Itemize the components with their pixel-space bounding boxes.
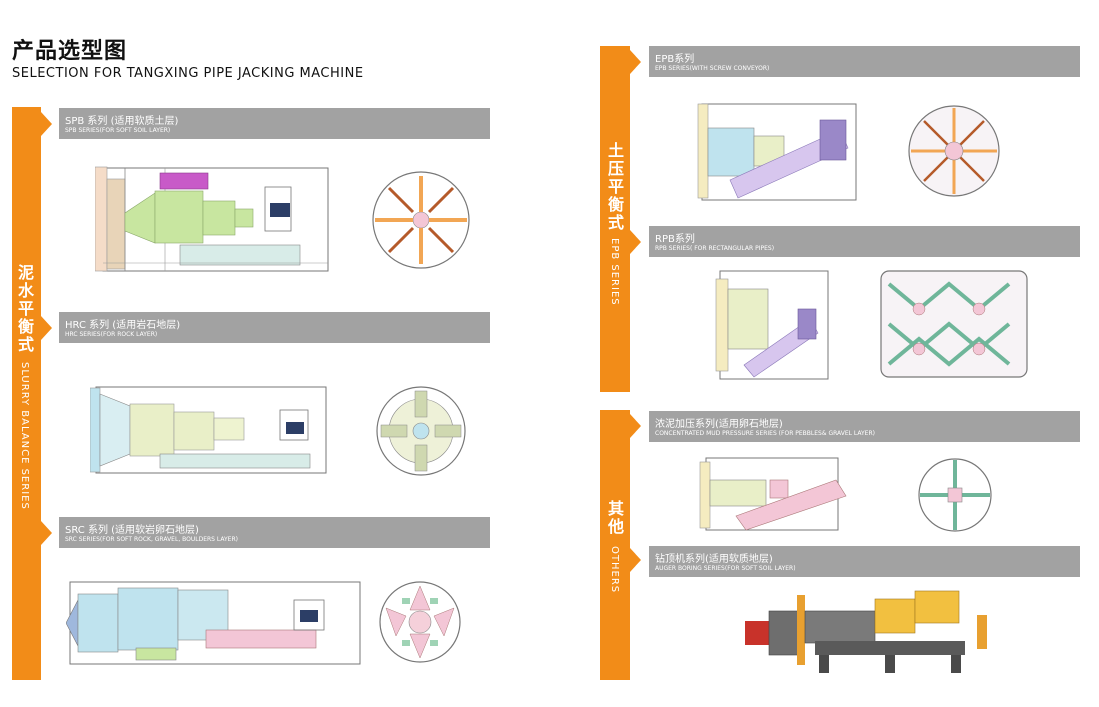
epb-machine-diagram — [697, 103, 857, 201]
epb-arrow-2 — [630, 230, 641, 254]
rpb-series-header: RPB系列 RPB SERIES( FOR RECTANGULAR PIPES) — [649, 226, 1080, 257]
concentrated-mud-series-header: 浓泥加压系列(适用卵石地层) CONCENTRATED MUD PRESSURE… — [649, 411, 1080, 442]
concentrated-mud-title-cn: 浓泥加压系列(适用卵石地层) — [655, 419, 783, 430]
epb-series-label-en: EPB SERIES — [609, 238, 620, 306]
slurry-arrow-1 — [41, 112, 52, 136]
auger-boring-series-header: 钻顶机系列(适用软质地层) AUGER BORING SERIES(FOR SO… — [649, 546, 1080, 577]
spb-title-cn: SPB 系列 (适用软质土层) — [65, 116, 179, 127]
src-machine-diagram — [66, 581, 361, 665]
rpb-cutterhead — [880, 270, 1028, 378]
others-series-label-cn: 其他 — [605, 500, 624, 536]
others-arrow-1 — [630, 414, 641, 438]
concentrated-mud-cutterhead — [918, 458, 992, 532]
src-title-cn: SRC 系列 (适用软岩卵石地层) — [65, 525, 199, 536]
rpb-title-en: RPB SERIES( FOR RECTANGULAR PIPES) — [655, 245, 775, 252]
slurry-series-label-en: SLURRY BALANCE SERIES — [19, 362, 30, 510]
others-series-label-en: OTHERS — [609, 546, 620, 594]
hrc-cutterhead — [376, 386, 466, 476]
rpb-machine-diagram — [715, 270, 829, 380]
slurry-arrow-2 — [41, 316, 52, 340]
page-title-cn: 产品选型图 — [12, 39, 128, 64]
epb-series-header: EPB系列 EPB SERIES(WITH SCREW CONVEYOR) — [649, 46, 1080, 77]
src-cutterhead — [379, 581, 461, 663]
slurry-series-sidebar — [12, 107, 41, 680]
concentrated-mud-title-en: CONCENTRATED MUD PRESSURE SERIES (FOR PE… — [655, 430, 875, 437]
slurry-series-label-cn: 泥水平衡式 — [15, 264, 34, 354]
spb-machine-diagram — [95, 166, 329, 272]
epb-series-sidebar — [600, 46, 630, 392]
concentrated-mud-machine-diagram — [699, 457, 847, 531]
hrc-series-header: HRC 系列 (适用岩石地层) HRC SERIES(FOR ROCK LAYE… — [59, 312, 490, 343]
epb-arrow-1 — [630, 50, 641, 74]
others-series-sidebar — [600, 410, 630, 680]
src-series-header: SRC 系列 (适用软岩卵石地层) SRC SERIES(FOR SOFT RO… — [59, 517, 490, 548]
epb-cutterhead — [908, 105, 1000, 197]
epb-title-en: EPB SERIES(WITH SCREW CONVEYOR) — [655, 65, 770, 72]
rpb-title-cn: RPB系列 — [655, 234, 695, 245]
spb-title-en: SPB SERIES(FOR SOFT SOIL LAYER) — [65, 127, 171, 134]
epb-series-label-cn: 土压平衡式 — [605, 142, 624, 232]
spb-series-header: SPB 系列 (适用软质土层) SPB SERIES(FOR SOFT SOIL… — [59, 108, 490, 139]
hrc-title-cn: HRC 系列 (适用岩石地层) — [65, 320, 181, 331]
slurry-arrow-3 — [41, 521, 52, 545]
page-title-en: SELECTION FOR TANGXING PIPE JACKING MACH… — [12, 66, 364, 81]
hrc-machine-diagram — [90, 386, 327, 474]
spb-cutterhead — [372, 171, 470, 269]
auger-boring-title-en: AUGER BORING SERIES(FOR SOFT SOIL LAYER) — [655, 565, 796, 572]
src-title-en: SRC SERIES(FOR SOFT ROCK, GRAVEL, BOULDE… — [65, 536, 238, 543]
hrc-title-en: HRC SERIES(FOR ROCK LAYER) — [65, 331, 158, 338]
auger-boring-machine-diagram — [745, 590, 987, 673]
auger-boring-title-cn: 钻顶机系列(适用软质地层) — [655, 554, 773, 565]
others-arrow-2 — [630, 548, 641, 572]
epb-title-cn: EPB系列 — [655, 54, 695, 65]
